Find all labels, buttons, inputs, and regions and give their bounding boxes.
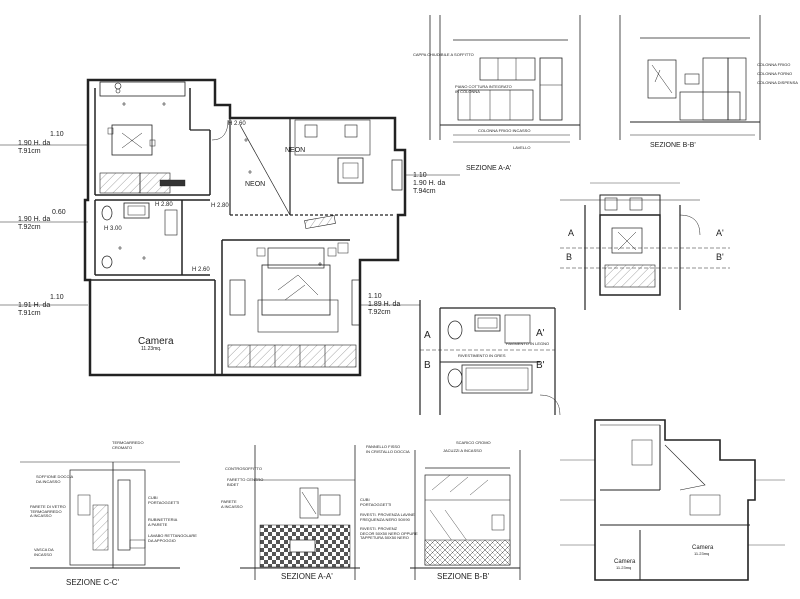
section-bb-title: SEZIONE B-B' [650, 142, 696, 149]
room-label-camera: Camera [138, 336, 174, 347]
section-cc-title: SEZIONE C-C' [66, 578, 120, 587]
small-plan-camera-1-area: 11.23mq [616, 565, 632, 570]
section-bb-note-1: COLONNA FRIGO [757, 62, 791, 67]
section-cc-label-7: LAVABO RETTANGOLARE DA APPOGGIO [148, 533, 197, 543]
dim-110-top: 1.10 [50, 131, 64, 138]
section-cc [20, 461, 180, 569]
small-plan-camera-2-area: 11.23mq [694, 551, 710, 556]
neon-label-2: NEON [245, 181, 266, 188]
dim-110-mid: 1.10 [50, 294, 64, 301]
small-plan-camera-2: Camera [692, 545, 714, 551]
section-bb-bottom-label-6: RIVESTI. PROVENZ DECOR 50X50 NERO OPPURE… [360, 526, 418, 541]
right-dimension-2: 1.10 1.89 H. da T.92cm [368, 293, 401, 317]
section-bb-bottom-label-2: SCARICO CROMO [456, 440, 491, 445]
kitchen-mark-b-prime: B' [716, 252, 724, 262]
section-aa-bottom-title: SEZIONE A-A' [281, 572, 333, 581]
section-aa-note-2: PIANO COTTURA INTEGRATO IN COLONNA [455, 84, 512, 94]
section-aa-note-4: LAVELLO [513, 145, 531, 150]
section-bb-bottom-label-5: RIVESTI. PROVENZA LAVINE FREQUENZA NERO … [360, 512, 415, 522]
kitchen-mark-a: A [568, 228, 575, 238]
section-aa-bottom-label-1: CONTROSOFFITTO [225, 466, 263, 471]
bath-mark-a-prime: A' [536, 328, 545, 339]
annotation-2: 1.90 H. da T.92cm [18, 216, 51, 232]
annotation-3: 1.91 H. da T.91cm [18, 302, 51, 318]
dim-060: 0.60 [52, 209, 66, 216]
section-cc-label-4: TERMOARREDO CROMATO [112, 440, 144, 450]
section-bb-bottom-label-3: JACUZZI A INCASSO [443, 448, 482, 453]
small-plan-camera-1: Camera [614, 559, 636, 565]
section-elevations-top [429, 15, 761, 143]
bath-mark-b-prime: B' [536, 360, 545, 371]
section-aa-bottom [240, 445, 360, 580]
bath-mark-a: A [424, 330, 431, 341]
bath-mark-b: B [424, 360, 431, 371]
section-bb-bottom-title: SEZIONE B-B' [437, 572, 490, 581]
section-bb-note-3: COLONNA DISPENSA [757, 80, 798, 85]
bath-note-cladding: RIVESTIMENTO IN GRES [458, 353, 506, 358]
section-bb-bottom [410, 450, 521, 580]
main-floor-plan [0, 78, 460, 377]
section-cc-label-1: SOFFIONE DOCCIA DA INCASSO [36, 474, 74, 484]
section-cc-label-3: VASCA DA INCASSO [34, 547, 54, 557]
kitchen-detail-plan [560, 182, 730, 310]
section-aa-title: SEZIONE A-A' [466, 165, 512, 172]
height-280-a: H 2.80 [155, 202, 173, 208]
bath-detail-plan [419, 300, 561, 416]
section-cc-label-5: CUBI PORTAOGGETTI [148, 495, 180, 505]
height-260-b: H 2.60 [192, 267, 210, 273]
section-aa-bottom-label-3: PARETE A INCASSO [221, 499, 243, 509]
bath-note-floor: PAVIMENTO IN LEGNO [506, 341, 550, 346]
section-cc-label-6: RUBINETTERIA A PARETE [148, 517, 178, 527]
neon-label-1: NEON [285, 147, 306, 154]
section-bb-bottom-label-1: PANNELLO FISSO IN CRISTALLO DOCCIA [366, 444, 410, 454]
small-floor-plan [560, 419, 785, 581]
section-bb-note-2: COLONNA FORNO [757, 71, 793, 76]
kitchen-mark-b: B [566, 252, 573, 262]
section-bb-bottom-label-4: CUBI PORTAOGGETTI [360, 497, 392, 507]
section-aa-note-3: COLONNA FRIGO INCASSO [478, 128, 531, 133]
section-aa-bottom-label-2: FARETTO CENTRO BIDET [227, 477, 264, 487]
height-300: H 3.00 [104, 226, 122, 232]
annotation-1: 1.90 H. da T.91cm [18, 140, 51, 156]
kitchen-mark-a-prime: A' [716, 228, 724, 238]
height-280-b: H 2.80 [211, 203, 229, 209]
right-dimension-1: 1.10 1.90 H. da T.94cm [413, 172, 446, 196]
height-260-a: H 2.60 [228, 121, 246, 127]
section-aa-note-1: CAPPA CHIUDIBILE A SOFFITTO [413, 52, 474, 57]
room-area-camera: 11.23mq. [141, 346, 162, 352]
section-cc-label-2: PARETE DI VETRO TERMOARREDO A INCASSO [30, 504, 66, 519]
